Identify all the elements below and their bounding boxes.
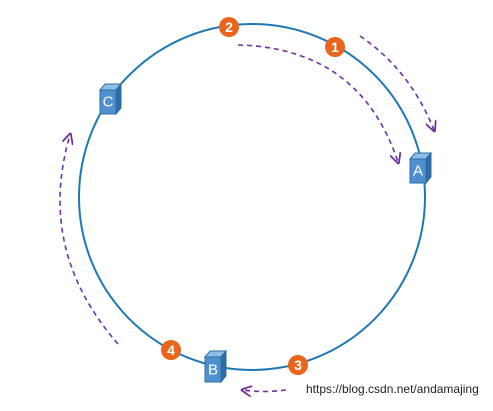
object-4-label: 4 [167, 342, 175, 358]
object-4: 4 [161, 340, 181, 360]
server-c: C [98, 82, 123, 116]
object-1-label: 1 [331, 39, 339, 55]
arrow-1-to-a [359, 35, 434, 130]
arrow-3-to-b [243, 390, 287, 392]
server-b: B [203, 349, 228, 384]
object-3: 3 [288, 355, 308, 375]
server-a-label: A [413, 163, 423, 180]
arrow-4-to-c [59, 135, 119, 345]
object-2-label: 2 [225, 19, 233, 35]
server-b-label: B [208, 362, 218, 379]
object-1: 1 [325, 37, 345, 57]
object-2: 2 [219, 17, 239, 37]
server-c-label: C [103, 94, 114, 111]
object-3-label: 3 [294, 357, 302, 373]
hash-ring [78, 23, 426, 371]
server-a: A [408, 151, 433, 185]
watermark-text: https://blog.csdn.net/andamajing [306, 382, 479, 396]
arrow-2-to-a [237, 44, 398, 162]
